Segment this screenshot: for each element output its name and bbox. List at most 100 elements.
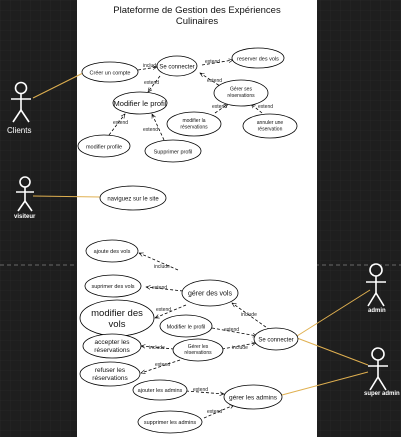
label-extend: extend [205,59,220,65]
usecase-gerer-res-bot [172,338,224,362]
uc-label-accepter-2: réservations [94,347,130,354]
actor-visiteur-figure [16,176,34,212]
dep-refuser [141,359,181,373]
system-title: Plateforme de Gestion des Expériences Cu… [77,5,317,27]
assoc-visiteur-naviguez [32,195,101,198]
actor-label-visiteur: visiteur [14,214,36,220]
usecase-gerer-reservations-top [213,79,269,107]
usecase-modifier-profil-top [112,91,168,115]
uc-label-se-connecter-top: Se connecter [159,65,194,71]
uc-label-annuler-2: réservation [258,127,283,133]
dep-gerer-seconnecter [200,73,224,89]
dep-ajoutevols [139,252,179,271]
usecase-refuser-res [79,361,141,387]
uc-label-creer-compte: Créer un compte [90,71,131,77]
dep-ajouteradmins [185,390,224,394]
uc-label-naviguez: naviguez sur le site [107,197,159,203]
usecase-annuler-reservation [242,113,298,139]
label-extend: extend [143,127,158,133]
label-extend: extend [155,362,170,368]
dep-annuler [251,104,263,114]
dep-modifierprofile [108,114,125,136]
uc-label-reserver-vols: reserver des vols [237,57,279,63]
label-include: include [232,345,248,351]
uc-label-se-connecter-bot: Se connecter [258,338,293,344]
usecase-supprimer-admins [137,410,203,434]
uc-label-gerer-res-bot-2: réservations [184,350,212,356]
label-extend: extend [193,387,208,393]
uc-label-gerer-vols: gérer des vols [188,291,232,298]
usecases [77,47,299,434]
label-include: include [154,264,170,270]
dep-modifierprofil-seconnecter [211,327,257,336]
uc-label-refuser-2: réservations [92,375,128,382]
usecase-creer-compte [81,61,139,83]
label-extend: extend [207,78,222,84]
usecase-accepter-res [82,333,142,359]
uc-label-modifier-profile: modifier profile [86,145,122,151]
label-extend: extend [144,80,159,86]
assoc-superadmin-seconnecter [296,337,369,366]
actor-label-clients: Clients [7,126,32,135]
relation-labels: include extend extend extend extend exte… [113,59,273,415]
assoc-clients-creer [32,71,86,99]
label-extend: extend [152,285,167,291]
uc-label-ajouter-admins: ajouter les admins [138,388,183,394]
label-include: include [143,63,159,69]
uc-label-supprimer-profil: Supprimer profil [154,150,193,156]
uc-label-accepter-1: accepter les [94,339,130,346]
dep-modifiervols [155,304,187,318]
usecase-se-connecter-top [156,55,198,77]
usecase-labels: Créer un compte Se connecter reserver de… [86,57,294,427]
label-include: include [241,312,257,318]
uc-label-modifier-vols-2: vols [109,319,126,330]
uc-label-modifier-vols-1: modifier des [91,308,143,319]
label-extend: extend [212,104,227,110]
dep-modifres [214,104,228,114]
dependencies [108,60,271,419]
uc-label-ajoute-vols: ajoute des vols [94,249,131,255]
label-extend: extend [156,307,171,313]
uc-label-modifres-1: modifier la [182,118,205,124]
dep-gererres-seconnecter [221,343,256,350]
uc-label-annuler-1: annuler une [257,120,284,126]
label-extend: extend [224,327,239,333]
uc-label-gerer-res-top-2: réservations [227,93,255,99]
associations [32,71,371,396]
dep-accepter [141,346,175,350]
usecase-ajoute-vols [85,239,139,263]
actor-label-super-admin: super admin [364,391,400,397]
uc-label-modifier-profil-bot: Modifier le profil [167,325,206,331]
usecase-gerer-vols [181,279,239,307]
usecase-ajouter-admins [132,379,188,401]
system-title-line2: Culinaires [175,16,219,27]
dep-creer-seconnecter [137,67,157,71]
uc-label-modifres-2: réservations [180,125,208,131]
usecase-modifier-profil-bot [159,314,213,338]
usecase-reserver-vols [231,47,285,69]
label-extend: extend [207,409,222,415]
label-extend: extend [113,120,128,126]
usecase-supprimer-profil [144,139,202,163]
usecase-naviguez [99,185,167,211]
system-title-line1: Plateforme de Gestion des Expériences [113,5,281,16]
usecase-gerer-admins [223,384,283,410]
usecase-modifier-la-reservation [166,111,222,137]
usecase-modifier-profile [77,134,131,158]
dep-suprimervols [146,287,184,292]
dep-supprimeradmins [203,404,234,419]
label-extend: extend [258,104,273,110]
assoc-admin-seconnecter [296,289,371,337]
assoc-superadmin-gereradmins [281,371,369,396]
actor-label-admin: admin [368,308,386,314]
uc-label-supprimer-admins: supprimer les admins [144,420,197,426]
actor-super-admin-figure [368,347,388,391]
uc-label-gerer-res-bot-1: Gérer les [188,344,209,350]
actor-figures [11,81,388,391]
usecase-se-connecter-bot [253,327,299,351]
uc-label-refuser-1: refuser les [95,367,126,374]
dep-modifier-seconnecter [148,75,161,92]
uc-label-suprimer-vols: suprimer des vols [91,284,134,290]
actor-clients-figure [11,81,31,123]
